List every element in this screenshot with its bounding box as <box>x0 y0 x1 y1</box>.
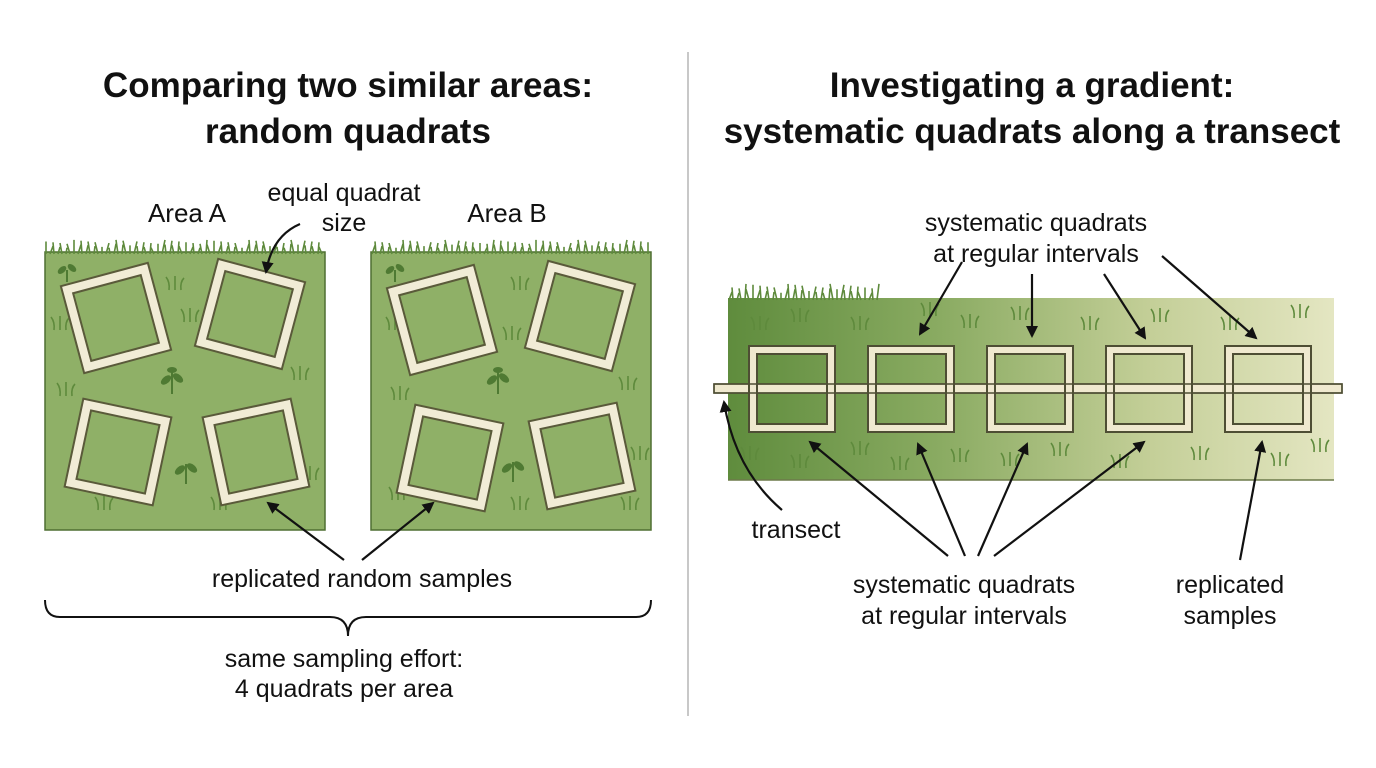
arrow-top-3 <box>1103 273 1147 340</box>
grass-tuft <box>1050 442 1070 457</box>
grass-tuft <box>1150 308 1170 323</box>
left-title-line2: random quadrats <box>205 112 491 151</box>
plant-icon <box>174 463 198 484</box>
area-b-label: Area B <box>467 198 547 228</box>
grass-tuft <box>1220 316 1240 331</box>
grass-tuft <box>1270 452 1290 467</box>
grass-tuft <box>1080 316 1100 331</box>
transect-tape <box>713 383 1343 394</box>
grass-tuft <box>620 496 640 511</box>
grass-fringe-b <box>371 239 649 255</box>
effort-brace <box>44 599 652 637</box>
plant-icon <box>57 264 77 282</box>
plant-icon <box>385 264 405 282</box>
arrow-replicated-samples <box>1238 440 1267 561</box>
grass-tuft <box>890 456 910 471</box>
grass-tuft <box>510 496 530 511</box>
quadrat <box>63 397 173 507</box>
quadrat <box>748 345 836 433</box>
bottom-quadrats-label-line1: systematic quadrats <box>853 571 1075 599</box>
grass-tuft <box>960 314 980 329</box>
quadrat-size-label-line1: equal quadrat <box>268 179 421 207</box>
arrow-bottom-1 <box>808 440 949 557</box>
grass-fringe-gradient <box>728 283 880 301</box>
grass-blades <box>728 283 880 301</box>
grass-tuft <box>390 386 410 401</box>
grass-tuft <box>1290 304 1310 319</box>
quadrat <box>1224 345 1312 433</box>
arrow-replicated-a <box>266 501 345 561</box>
grass-tuft <box>180 308 200 323</box>
grass-tuft <box>1190 446 1210 461</box>
arrow-bottom-3 <box>976 442 1029 557</box>
replicated-samples-line2: samples <box>1183 602 1276 630</box>
grass-tuft <box>790 308 810 323</box>
left-title-line1: Comparing two similar areas: <box>103 66 593 105</box>
effort-label-line2: 4 quadrats per area <box>235 675 453 703</box>
grass-blades <box>371 239 649 255</box>
replicated-random-label: replicated random samples <box>212 565 512 593</box>
grass-tuft <box>850 316 870 331</box>
grass-tuft <box>740 446 760 461</box>
grass-tuft <box>920 302 940 317</box>
quadrat <box>395 403 505 513</box>
quadrat <box>193 257 307 371</box>
area-b-field <box>370 239 652 531</box>
quadrat <box>201 397 311 507</box>
grass-tuft <box>510 276 530 291</box>
grass-tufts-gradient <box>740 302 1330 471</box>
bottom-quadrats-label-line2: at regular intervals <box>861 602 1067 630</box>
grass-tuft <box>1310 438 1330 453</box>
grass-fringe-a <box>45 239 323 255</box>
grass-tuft <box>618 376 638 391</box>
quadrat <box>527 401 637 511</box>
quadrat <box>59 261 173 375</box>
transect-tape-overlay <box>713 383 1343 394</box>
grass-tuft <box>630 446 650 461</box>
quadrat <box>385 263 499 377</box>
grass-tuft <box>950 448 970 463</box>
arrow-bottom-4 <box>993 440 1146 557</box>
quadrat <box>986 345 1074 433</box>
arrow-transect <box>719 400 783 511</box>
arrow-replicated-b <box>361 501 435 561</box>
grass-tuft <box>850 441 870 456</box>
area-a-label: Area A <box>148 198 227 228</box>
quadrat-size-label-line2: size <box>322 209 366 237</box>
grass-tuft <box>165 276 185 291</box>
top-quadrats-label-line1: systematic quadrats <box>925 209 1147 237</box>
grass-blades <box>45 239 323 255</box>
replicated-samples-line1: replicated <box>1176 571 1284 599</box>
arrow-bottom-2 <box>916 442 967 557</box>
top-quadrats-label-line2: at regular intervals <box>933 240 1139 268</box>
arrow-top-1 <box>918 261 963 336</box>
grass-tuft <box>50 316 70 331</box>
arrow-equal-size <box>261 222 301 274</box>
quadrat <box>523 259 637 373</box>
plant-icon <box>486 367 510 394</box>
plant-icon <box>501 461 525 482</box>
quadrat <box>867 345 955 433</box>
grass-tuft <box>750 316 770 331</box>
transect-label: transect <box>752 516 841 544</box>
grass-tuft <box>502 326 522 341</box>
grass-tuft <box>290 366 310 381</box>
arrow-top-4 <box>1161 255 1258 340</box>
quadrat <box>1105 345 1193 433</box>
grass-tuft <box>790 454 810 469</box>
effort-label-line1: same sampling effort: <box>225 645 464 673</box>
plant-icon <box>160 367 184 394</box>
right-title-line2: systematic quadrats along a transect <box>724 112 1341 151</box>
right-title-line1: Investigating a gradient: <box>830 66 1235 105</box>
grass-tuft <box>94 496 114 511</box>
grass-tuft <box>1010 306 1030 321</box>
grass-tuft <box>56 382 76 397</box>
